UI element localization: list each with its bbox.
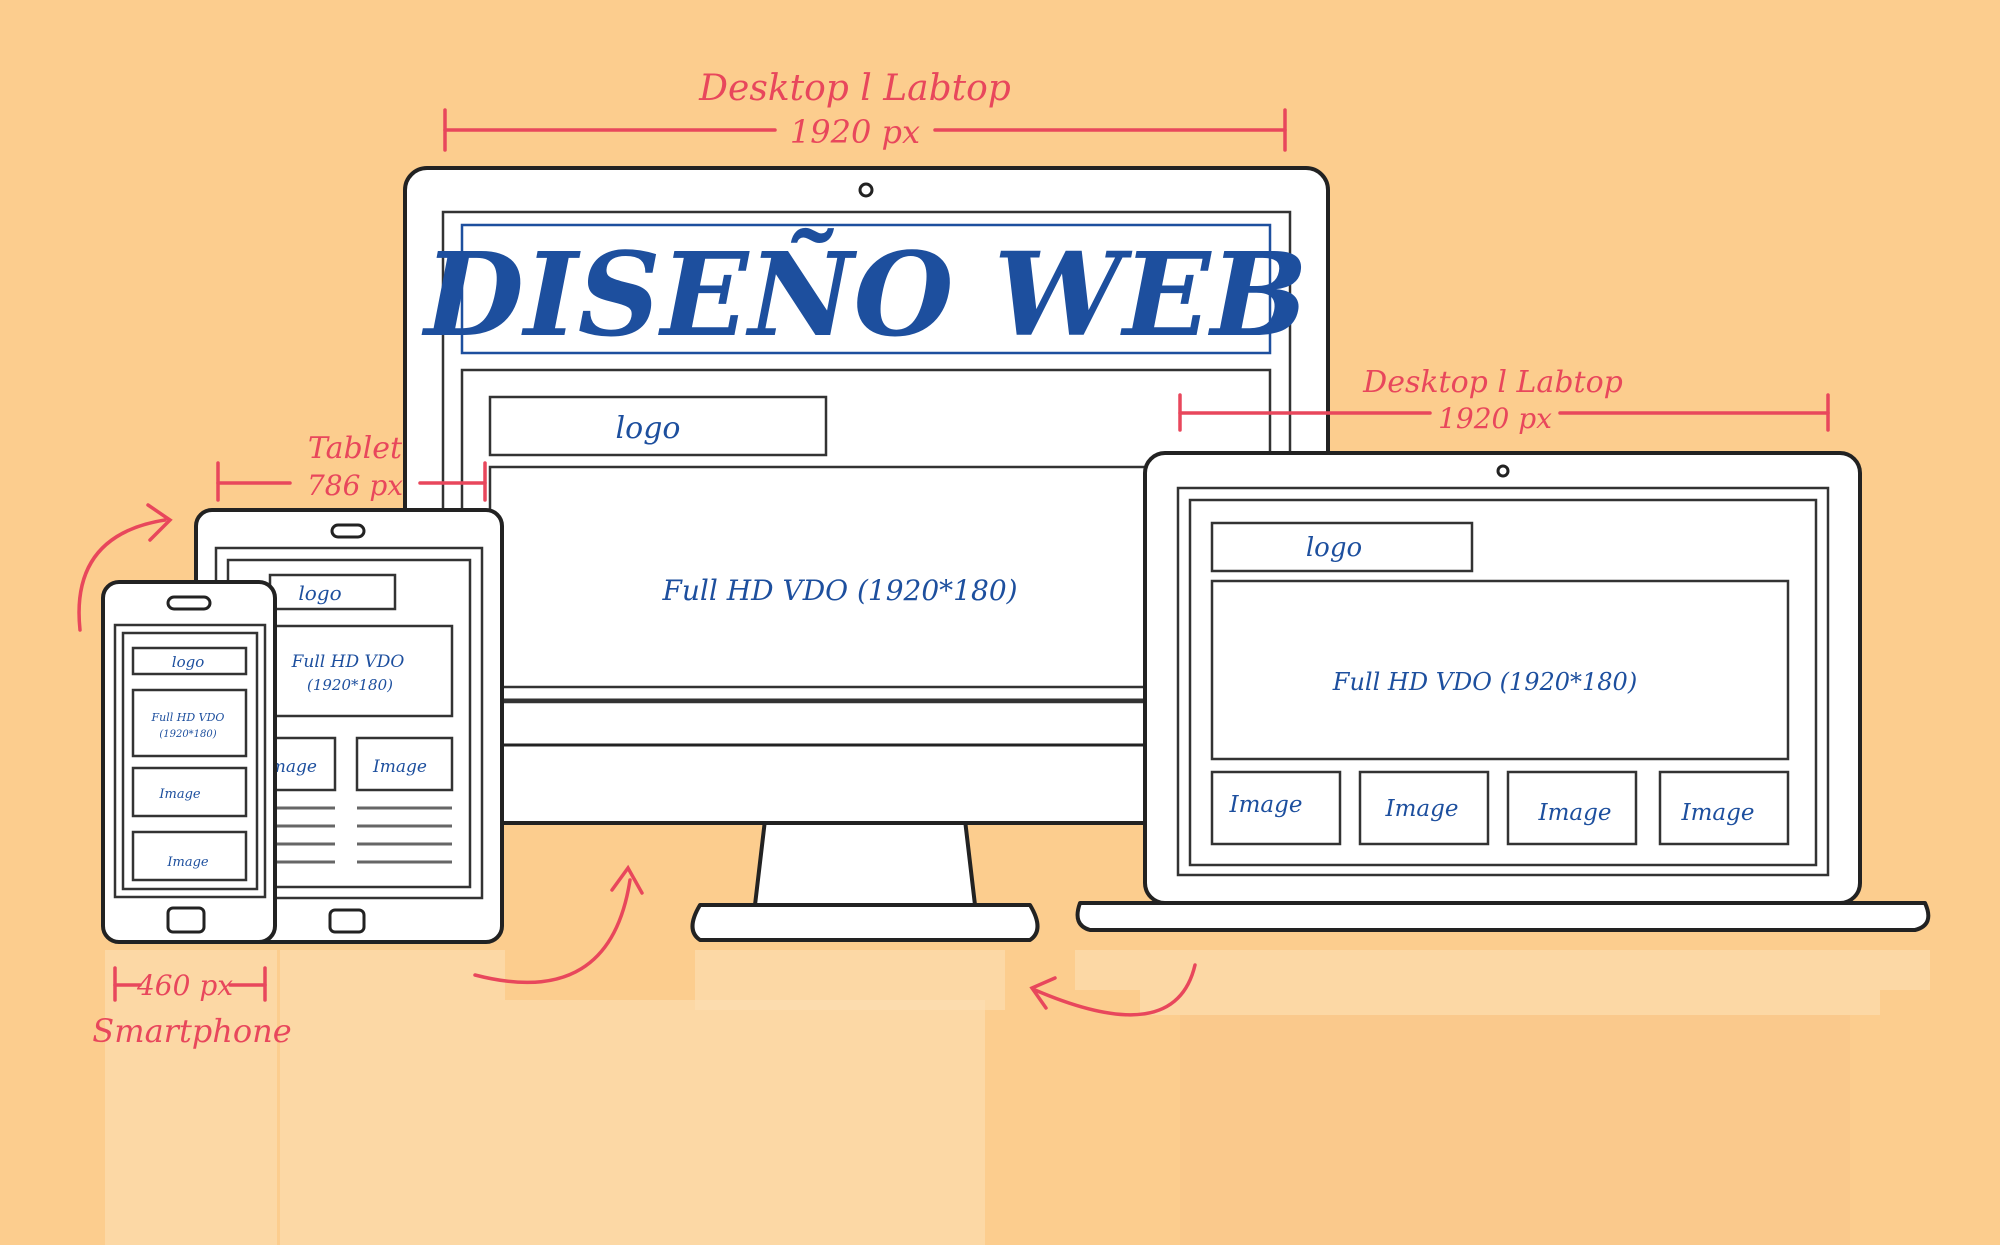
monitor-video-text: Full HD VDO (1920*180) xyxy=(661,574,1017,607)
tablet-logo-text: logo xyxy=(298,581,341,605)
monitor-video-box xyxy=(488,465,1272,689)
phone-image-box-1 xyxy=(131,766,248,818)
arrowhead-icon xyxy=(610,864,644,895)
laptop-image-text-2: Image xyxy=(1385,796,1459,822)
laptop-camera-icon xyxy=(1496,464,1510,478)
desktop-size: 1920 px xyxy=(790,113,920,151)
tablet-label: Tablet xyxy=(308,431,403,466)
tablet-image-box-1 xyxy=(268,736,337,792)
phone-video-box xyxy=(131,688,248,758)
phone-video-text-2: (1920*180) xyxy=(159,729,216,740)
laptop-image-text-3: Image xyxy=(1538,800,1612,826)
laptop-image-box-1 xyxy=(1210,770,1342,846)
phone-speaker xyxy=(166,595,212,611)
flow-arrows xyxy=(77,503,1197,1017)
laptop-logo-text: logo xyxy=(1306,533,1362,563)
arrow-phone-to-tablet xyxy=(77,518,167,632)
monitor-header-banner xyxy=(460,223,1272,355)
arrowhead-icon xyxy=(146,503,173,542)
laptop: logo Full HD VDO (1920*180) Image Image … xyxy=(1075,451,1931,932)
tablet-video-text-1: Full HD VDO xyxy=(291,652,405,672)
tablet-speaker xyxy=(330,523,366,539)
laptop-size: 1920 px xyxy=(1438,402,1552,435)
tablet-size-annotation: Tablet 786 px xyxy=(216,431,487,502)
laptop-video-box xyxy=(1210,579,1790,761)
desktop-size-annotation: Desktop l Labtop 1920 px xyxy=(443,68,1287,152)
desk-reflections xyxy=(105,950,1930,1245)
page-title: DISEÑO WEB xyxy=(421,228,1308,363)
smartphone-label: Smartphone xyxy=(92,1012,291,1050)
laptop-logo-box xyxy=(1210,521,1474,573)
camera-icon xyxy=(858,182,874,198)
smartphone: logo Full HD VDO (1920*180) Image Image xyxy=(101,580,277,944)
laptop-video-text: Full HD VDO (1920*180) xyxy=(1332,668,1637,696)
monitor-base xyxy=(690,903,1040,942)
laptop-image-box-3 xyxy=(1506,770,1638,846)
phone-image-box-2 xyxy=(131,830,248,882)
laptop-base xyxy=(1075,901,1931,932)
arrow-laptop-to-desktop xyxy=(1033,963,1197,1017)
tablet-video-box xyxy=(268,624,454,718)
tablet-image-text-2: Image xyxy=(372,757,427,777)
phone-image-text-2: Image xyxy=(166,855,209,870)
tablet-home-button xyxy=(328,908,366,934)
laptop-image-text-4: Image xyxy=(1681,800,1755,826)
phone-logo-box xyxy=(131,646,248,676)
tablet-text-lines xyxy=(275,806,452,864)
tablet-size: 786 px xyxy=(307,469,403,502)
arrowhead-icon xyxy=(1029,976,1057,1010)
laptop-image-box-4 xyxy=(1658,770,1790,846)
laptop-label: Desktop l Labtop xyxy=(1362,365,1623,400)
phone-home-button xyxy=(166,906,206,934)
tablet-video-text-2: (1920*180) xyxy=(307,676,393,694)
phone-logo-text: logo xyxy=(172,653,204,671)
monitor-neck xyxy=(753,818,977,907)
smartphone-size-annotation: 460 px Smartphone xyxy=(92,966,292,1050)
tablet-image-box-2 xyxy=(355,736,454,792)
laptop-size-annotation: Desktop l Labtop 1920 px xyxy=(1178,365,1830,435)
arrow-tablet-to-desktop xyxy=(473,878,632,985)
desktop-label: Desktop l Labtop xyxy=(698,68,1011,109)
phone-image-text-1: Image xyxy=(158,787,201,802)
laptop-image-box-2 xyxy=(1358,770,1490,846)
tablet-logo-box xyxy=(268,573,397,611)
monitor-logo-text: logo xyxy=(616,411,681,446)
laptop-image-text-1: Image xyxy=(1229,792,1303,818)
monitor-logo-box xyxy=(488,395,828,457)
phone-video-text-1: Full HD VDO xyxy=(151,711,225,724)
smartphone-size: 460 px xyxy=(136,969,233,1002)
